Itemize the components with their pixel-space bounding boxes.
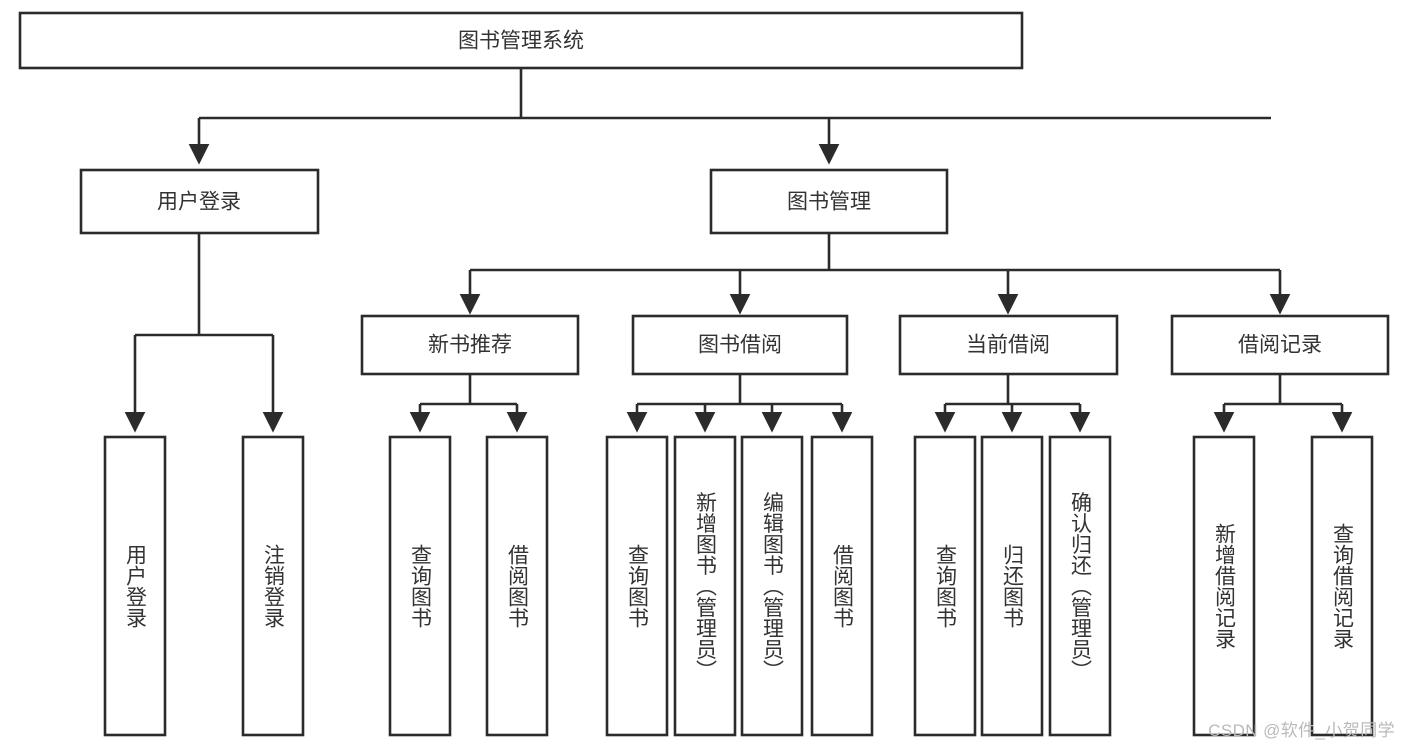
node-leaf-borrow-book-1-label: 借阅图书	[506, 544, 530, 628]
node-book-manage-label: 图书管理	[787, 191, 871, 214]
node-leaf-borrow-book-2[interactable]: 借阅图书	[810, 435, 874, 737]
node-root-label: 图书管理系统	[458, 30, 584, 53]
node-current-borrow[interactable]: 当前借阅	[898, 314, 1119, 376]
node-leaf-confirm-return-label: 确认归还（管理员）	[1069, 492, 1093, 681]
node-leaf-user-login[interactable]: 用户登录	[103, 435, 167, 737]
connector-layer	[124, 68, 1353, 433]
node-book-manage[interactable]: 图书管理	[709, 168, 949, 235]
node-new-book-recommend[interactable]: 新书推荐	[360, 314, 580, 376]
node-leaf-logout-login[interactable]: 注销登录	[241, 435, 305, 737]
node-leaf-borrow-book-1[interactable]: 借阅图书	[485, 435, 549, 737]
node-leaf-user-login-label: 用户登录	[124, 544, 148, 628]
node-leaf-query-book-1-label: 查询图书	[409, 544, 433, 628]
node-leaf-edit-book[interactable]: 编辑图书（管理员）	[740, 435, 804, 737]
node-user-login-label: 用户登录	[157, 191, 241, 214]
node-borrow-record[interactable]: 借阅记录	[1170, 314, 1390, 376]
node-leaf-query-book-2-label: 查询图书	[626, 544, 650, 628]
node-book-borrow-label: 图书借阅	[698, 334, 782, 357]
node-book-borrow[interactable]: 图书借阅	[631, 314, 849, 376]
node-leaf-confirm-return[interactable]: 确认归还（管理员）	[1048, 435, 1112, 737]
node-leaf-query-book-3-label: 查询图书	[934, 544, 958, 628]
node-leaf-return-book-label: 归还图书	[1001, 544, 1025, 628]
node-borrow-record-label: 借阅记录	[1238, 334, 1322, 357]
node-leaf-add-record-label: 新增借阅记录	[1213, 523, 1237, 649]
node-leaf-edit-book-label: 编辑图书（管理员）	[761, 492, 785, 681]
node-new-book-recommend-label: 新书推荐	[428, 334, 512, 357]
node-leaf-borrow-book-2-label: 借阅图书	[831, 544, 855, 628]
node-root[interactable]: 图书管理系统	[18, 11, 1024, 70]
node-leaf-query-book-3[interactable]: 查询图书	[913, 435, 977, 737]
node-user-login[interactable]: 用户登录	[79, 168, 320, 235]
node-leaf-add-book-label: 新增图书（管理员）	[694, 492, 718, 681]
node-leaf-add-book[interactable]: 新增图书（管理员）	[673, 435, 737, 737]
node-leaf-query-record[interactable]: 查询借阅记录	[1310, 435, 1374, 737]
node-leaf-query-record-label: 查询借阅记录	[1331, 523, 1355, 649]
node-leaf-logout-login-label: 注销登录	[262, 544, 286, 628]
node-leaf-query-book-2[interactable]: 查询图书	[605, 435, 669, 737]
node-leaf-query-book-1[interactable]: 查询图书	[388, 435, 452, 737]
node-leaf-return-book[interactable]: 归还图书	[980, 435, 1044, 737]
node-current-borrow-label: 当前借阅	[966, 334, 1050, 357]
node-leaf-add-record[interactable]: 新增借阅记录	[1192, 435, 1256, 737]
